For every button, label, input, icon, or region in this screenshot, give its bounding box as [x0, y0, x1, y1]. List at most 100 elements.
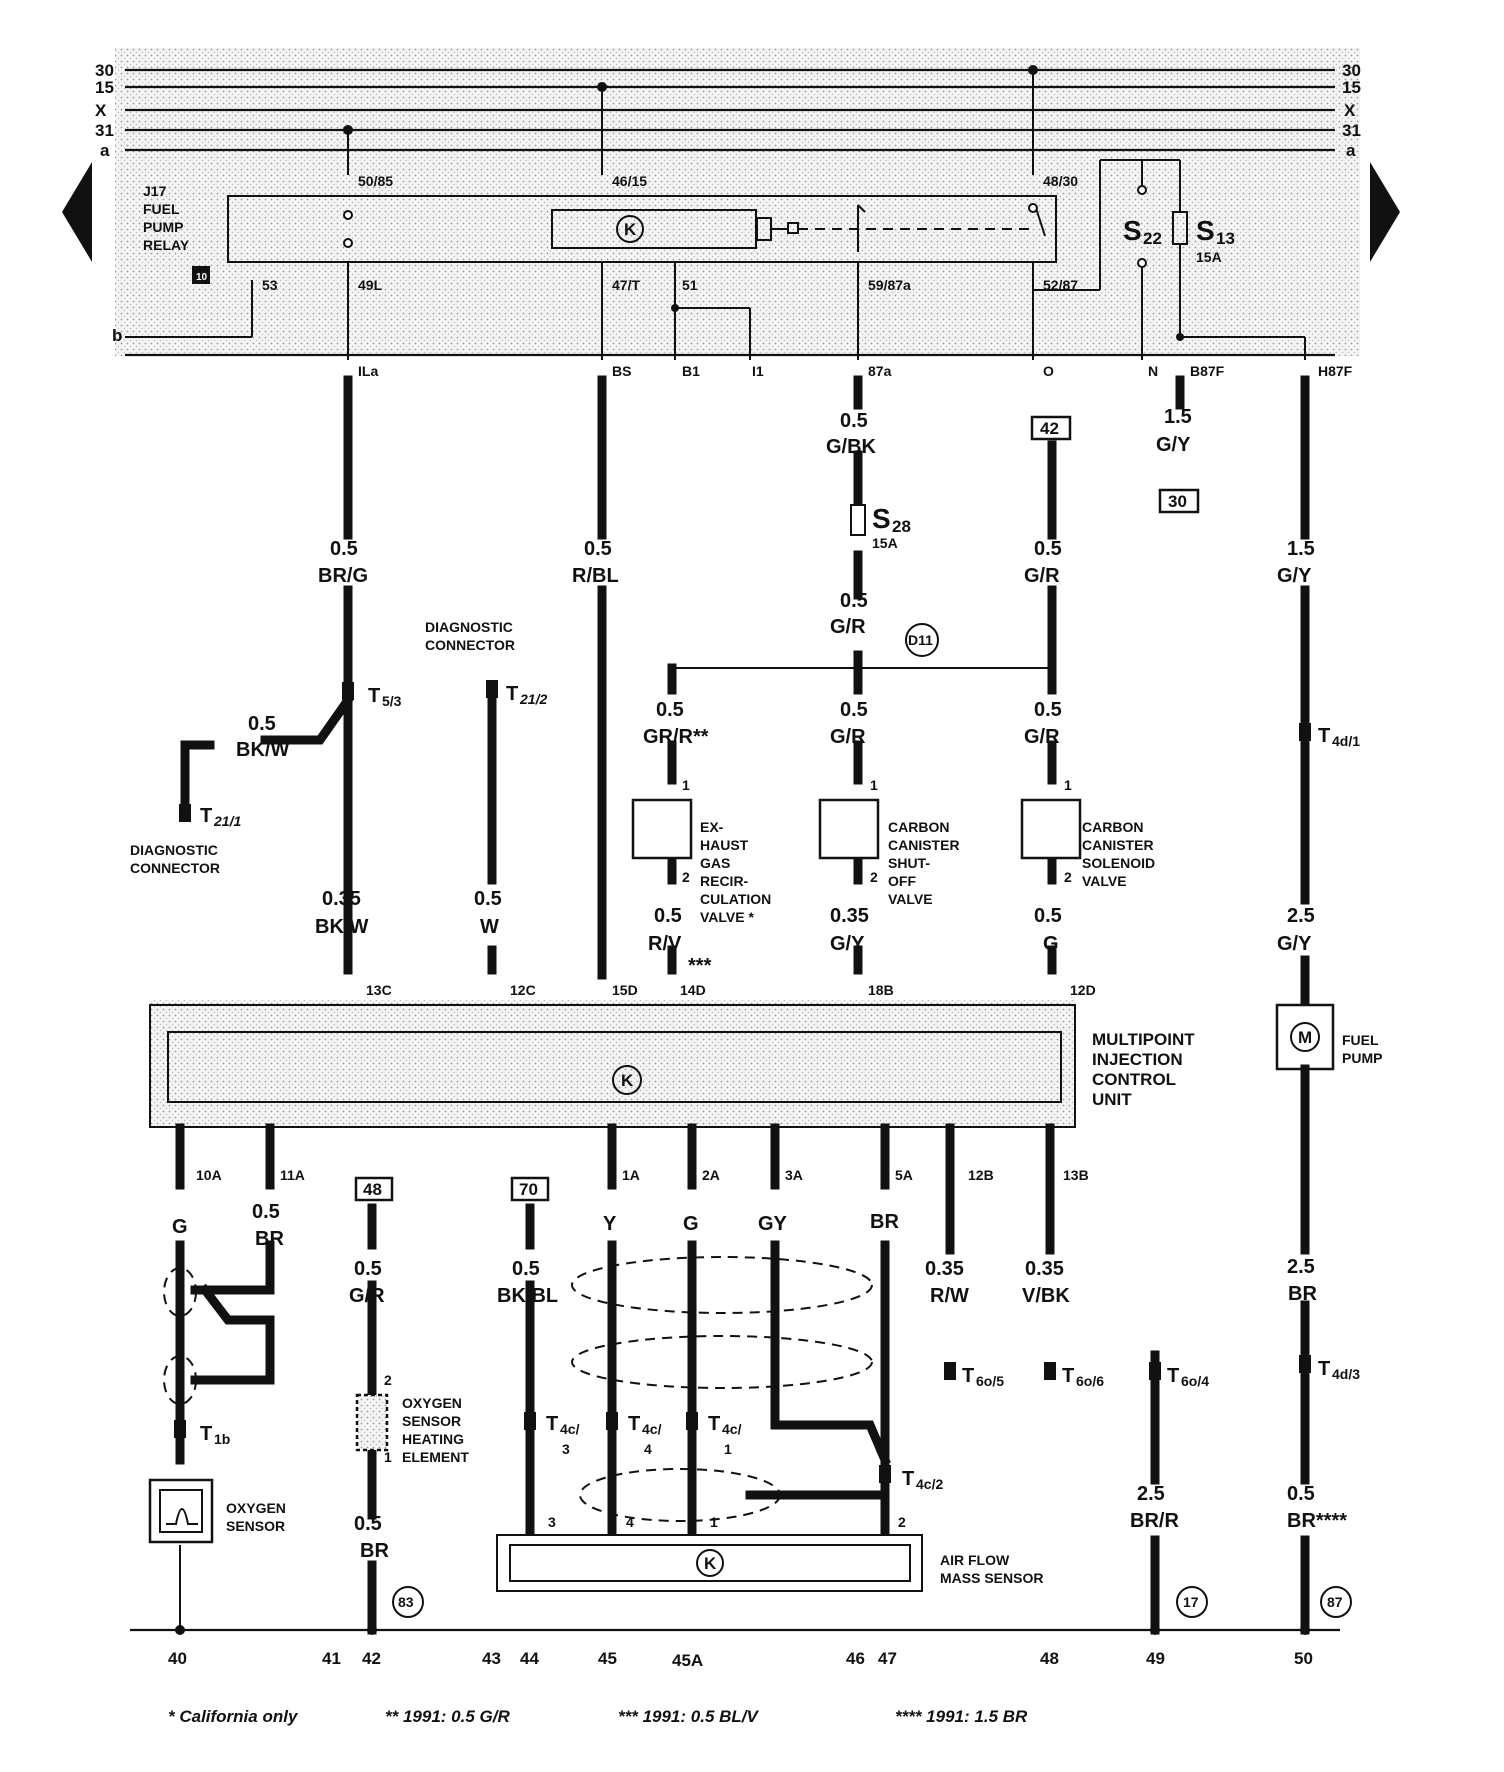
lower-connectors: T 6o/5 T 6o/6 T 6o/4 T 4d/3 T 1b T 4c/ 3… — [174, 1355, 1360, 1492]
afm-pin-4: 4 — [626, 1514, 634, 1530]
ecu-pin-12b: 12B — [968, 1167, 994, 1183]
carbon-canister-shutoff-valve: 1 2 CARBON CANISTER SHUT- OFF VALVE — [818, 777, 960, 907]
wire-y-color: Y — [603, 1213, 617, 1235]
footnote-4: **** 1991: 1.5 BR — [895, 1707, 1028, 1726]
conn-ila: ILa — [358, 363, 378, 379]
wire-gr3-color: G/R — [830, 726, 866, 748]
fuse-s28-sub: 28 — [892, 517, 911, 536]
ccsol-line-4: VALVE — [1082, 873, 1127, 889]
relay-name-line-2: FUEL — [143, 201, 180, 217]
ecu-pin-10a: 10A — [196, 1167, 222, 1183]
fuse-s28-label: S — [872, 503, 891, 534]
heater-line-4: ELEMENT — [402, 1449, 469, 1465]
wire-rv-mark: *** — [688, 955, 712, 977]
connector-row: ILa BS B1 I1 87a O N B87F H87F — [358, 363, 1353, 379]
page-prev-arrow-icon[interactable] — [62, 162, 92, 262]
num-40: 40 — [168, 1649, 187, 1668]
fuel-pump-m: M — [1298, 1028, 1312, 1047]
conn-t4d3-sub: 4d/3 — [1332, 1366, 1360, 1382]
egr-valve-pin-1: 1 — [682, 777, 690, 793]
ground-ref-87: 87 — [1327, 1594, 1343, 1610]
wire-gr3-size: 0.5 — [840, 699, 868, 721]
wire-bkw035-size: 0.35 — [322, 888, 361, 910]
num-41: 41 — [322, 1649, 341, 1668]
wire-brr-color: BR/R — [1130, 1510, 1179, 1532]
wire-br25-color: BR — [1288, 1283, 1317, 1305]
mpi-line-3: CONTROL — [1092, 1070, 1176, 1089]
page-next-arrow-icon[interactable] — [1370, 162, 1400, 262]
wire-grr-size: 0.5 — [656, 699, 684, 721]
conn-t4c4-label: T — [628, 1413, 640, 1435]
diag-conn-lower-line-1: DIAGNOSTIC — [130, 842, 218, 858]
wire-gy035-color: G/Y — [830, 933, 865, 955]
ccsol-valve-pin-2: 2 — [1064, 869, 1072, 885]
bus-label-a-right: a — [1346, 141, 1356, 160]
heater-pin-1: 1 — [384, 1449, 392, 1465]
conn-b87f: B87F — [1190, 363, 1225, 379]
fuse-block-top: S 22 S 13 15A — [1100, 159, 1306, 360]
wire-br-color: BR — [870, 1211, 899, 1233]
o2-sensor-line-1: OXYGEN — [226, 1500, 286, 1516]
wire-gr1-size: 0.5 — [840, 590, 868, 612]
egr-valve: 1 2 EX- HAUST GAS RECIR- CULATION VALVE … — [631, 777, 771, 925]
ccsol-line-1: CARBON — [1082, 819, 1143, 835]
afm-pin-1: 1 — [710, 1514, 718, 1530]
wire-br05c-size: 0.5 — [354, 1513, 382, 1535]
num-44: 44 — [520, 1649, 539, 1668]
ground-refs: 83 17 87 — [392, 1586, 1352, 1618]
ccsol-line-2: CANISTER — [1082, 837, 1154, 853]
ccs-valve-pin-1: 1 — [870, 777, 878, 793]
conn-t4c3-icon — [524, 1412, 536, 1430]
num-49: 49 — [1146, 1649, 1165, 1668]
afm-line-2: MASS SENSOR — [940, 1570, 1043, 1586]
bus-label-31-left: 31 — [95, 121, 114, 140]
fuel-pump-relay-j17: J17 FUEL PUMP RELAY 10 K 50/85 46/15 48/… — [125, 160, 1101, 360]
ecu-pin-11a: 11A — [280, 1167, 305, 1183]
wire-g05-color: G — [1043, 933, 1059, 955]
wire-bkw-size: 0.5 — [248, 713, 276, 735]
fuse-s28-icon — [850, 504, 866, 536]
wire-gy035-size: 0.35 — [830, 905, 869, 927]
wire-gr5-size: 0.5 — [354, 1258, 382, 1280]
conn-t6o4-sub: 6o/4 — [1181, 1373, 1209, 1389]
mpi-line-2: INJECTION — [1092, 1050, 1183, 1069]
wire-gy25-color: G/Y — [1277, 933, 1312, 955]
num-45a: 45A — [672, 1651, 703, 1670]
wire-gr4-color: G/R — [1024, 726, 1060, 748]
egr-line-5: CULATION — [700, 891, 771, 907]
heater-line-3: HEATING — [402, 1431, 464, 1447]
ccs-line-5: VALVE — [888, 891, 933, 907]
ecu-pin-13c: 13C — [366, 982, 392, 998]
lower-wire-labels: G 0.5 BR 0.5 G/R 0.5 BK/BL Y G GY BR 0.3… — [172, 1201, 1347, 1562]
footnotes: * California only ** 1991: 0.5 G/R *** 1… — [168, 1707, 1028, 1726]
wire-w-size: 0.5 — [474, 888, 502, 910]
upper-wire-labels: 0.5 BR/G 0.5 R/BL 0.5 G/BK 0.5 G/R 0.5 G… — [236, 406, 1315, 977]
footnote-3: *** 1991: 0.5 BL/V — [618, 1707, 760, 1726]
bus-label-x-left: X — [95, 101, 107, 120]
bus-label-30-left: 30 — [95, 61, 114, 80]
ecu-pin-12c: 12C — [510, 982, 536, 998]
afm-line-1: AIR FLOW — [940, 1552, 1010, 1568]
wire-gr1-color: G/R — [830, 616, 866, 638]
conn-t212-label: T — [506, 683, 518, 705]
wire-rv-color: R/V — [648, 933, 682, 955]
power-bus — [125, 68, 1335, 357]
conn-t4c1-sub: 4c/ — [722, 1421, 742, 1437]
conn-87a: 87a — [868, 363, 892, 379]
fuse-s13-label: S — [1196, 215, 1215, 246]
upper-wires — [180, 375, 1310, 1010]
conn-t53-label: T — [368, 685, 380, 707]
conn-t6o5-icon — [944, 1362, 956, 1380]
ecu-pin-18b: 18B — [868, 982, 894, 998]
ccsol-valve-pin-1: 1 — [1064, 777, 1072, 793]
wire-br05b-size: 0.5 — [1287, 1483, 1315, 1505]
conn-t4c4-icon — [606, 1412, 618, 1430]
ecu-shading — [150, 1000, 1075, 1128]
fuse-s28-rating: 15A — [872, 535, 898, 551]
num-45: 45 — [598, 1649, 617, 1668]
egr-valve-pin-2: 2 — [682, 869, 690, 885]
num-47: 47 — [878, 1649, 897, 1668]
egr-line-6: VALVE * — [700, 909, 754, 925]
diag-conn-lower-line-2: CONNECTOR — [130, 860, 220, 876]
